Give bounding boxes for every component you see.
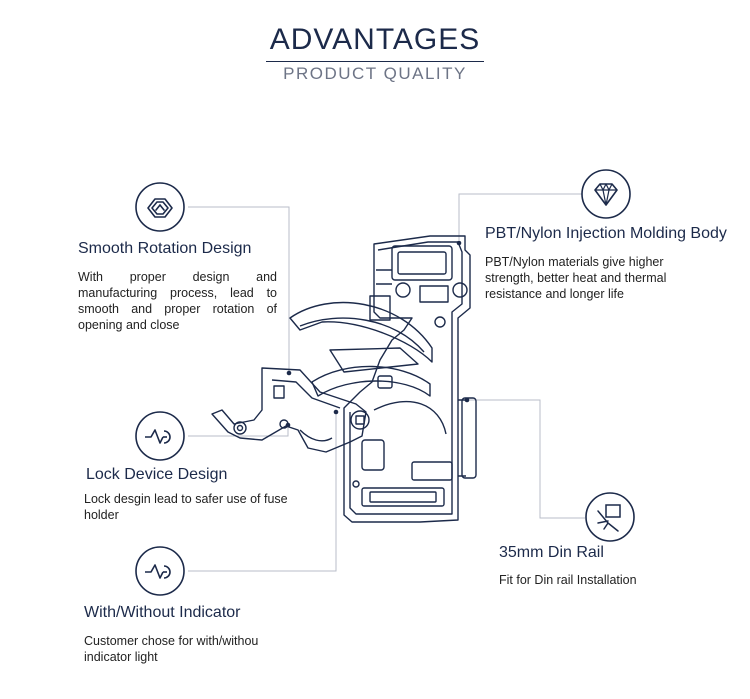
leader-line-lock-device — [188, 425, 289, 437]
feature-title: With/Without Indicator — [84, 604, 241, 621]
smooth-rotation-icon-circle — [134, 181, 186, 233]
fuse-holder-drawing — [211, 235, 477, 523]
feature-description: PBT/Nylon materials give higher strength… — [485, 255, 667, 301]
din-rail-icon — [585, 492, 635, 542]
feature-lock-device: Lock Device Design Lock desgin lead to s… — [84, 465, 296, 523]
feature-indicator: With/Without Indicator Customer chose fo… — [84, 603, 294, 665]
feature-title: Lock Device Design — [86, 466, 228, 483]
feature-title: 35mm Din Rail — [499, 544, 604, 561]
header: ADVANTAGES PRODUCT QUALITY — [0, 22, 750, 84]
feature-title: PBT/Nylon Injection Molding Body — [485, 225, 727, 242]
lock-device-icon-circle — [134, 410, 186, 462]
indicator-wave-icon — [135, 546, 185, 596]
molding-body-icon-circle — [580, 168, 632, 220]
feature-description: Fit for Din rail Installation — [499, 573, 637, 587]
feature-description: With proper design and manufacturing pro… — [78, 270, 277, 332]
leader-line-indicator — [188, 412, 337, 572]
lock-wave-icon — [135, 411, 185, 461]
feature-smooth-rotation: Smooth Rotation Design With proper desig… — [78, 239, 277, 333]
title-divider — [266, 61, 484, 62]
diamond-icon — [581, 169, 631, 219]
feature-description: Lock desgin lead to safer use of fuse ho… — [84, 492, 288, 522]
feature-description: Customer chose for with/withou indicator… — [84, 634, 259, 664]
leader-line-molding-body — [458, 193, 582, 240]
layered-chevron-icon — [135, 182, 185, 232]
leader-dots — [285, 240, 470, 428]
feature-molding-body: PBT/Nylon Injection Molding Body PBT/Nyl… — [485, 224, 727, 302]
page-title: ADVANTAGES — [269, 23, 481, 56]
feature-title: Smooth Rotation Design — [78, 240, 252, 257]
leader-line-din-rail — [467, 399, 585, 519]
indicator-icon-circle — [134, 545, 186, 597]
din-rail-icon-circle — [584, 491, 636, 543]
leader-line-smooth-rotation — [188, 206, 290, 373]
feature-din-rail: 35mm Din Rail Fit for Din rail Installat… — [499, 543, 699, 588]
page-subtitle: PRODUCT QUALITY — [283, 64, 467, 83]
leader-lines — [188, 193, 585, 572]
